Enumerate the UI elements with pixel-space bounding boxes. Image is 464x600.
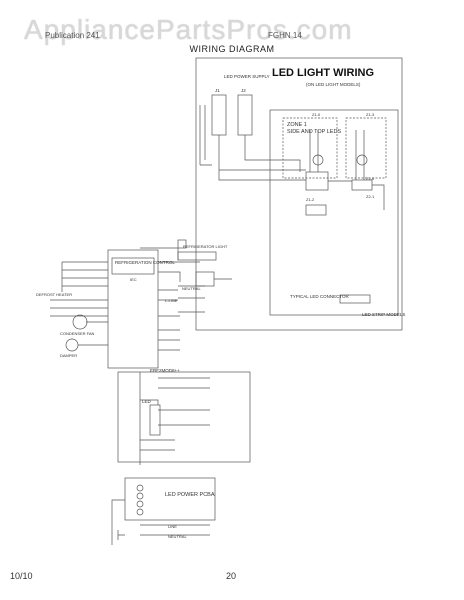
z2-connector-block	[351, 179, 373, 191]
led-power-pcba	[124, 477, 216, 521]
z1-3-label: Z1-3	[366, 112, 375, 117]
control-label-box	[111, 257, 155, 275]
module-led-label: LED	[142, 399, 152, 404]
j1-label: J1	[215, 88, 220, 93]
footer-page-number: 20	[226, 571, 237, 581]
light-connector	[177, 251, 217, 261]
condenser-fan-motor	[72, 314, 88, 330]
z1-connector-block	[305, 171, 329, 191]
j1-connector	[211, 94, 227, 136]
refrigeration-control-board	[107, 249, 159, 369]
zone-1-box	[282, 117, 338, 179]
zone-2-box	[345, 117, 387, 179]
z1-lower-block	[305, 204, 327, 216]
led-wiring-title: LED LIGHT WIRING	[272, 67, 374, 79]
j2-label: J2	[241, 88, 246, 93]
damper-label: DAMPER	[60, 353, 77, 358]
module-label: ERF2MOD8++	[150, 368, 180, 373]
typical-connector-label: TYPICAL LED CONNECTOR	[290, 294, 350, 299]
z2-0-label: Z2-0	[366, 176, 375, 181]
ground-terminal	[177, 239, 187, 249]
led-bulb-1	[312, 154, 324, 166]
erf2-module-frame	[117, 371, 251, 463]
j2-connector	[237, 94, 253, 136]
header-model: FGHN 14	[268, 31, 302, 40]
typical-led-connector	[339, 294, 371, 304]
refrigerator-light-socket	[195, 271, 215, 287]
led-bulb-2	[356, 154, 368, 166]
watermark: AppliancePartsPros.com	[24, 14, 353, 45]
led-driver-element	[149, 404, 161, 436]
damper-motor	[65, 338, 79, 352]
z2-1-label: Z2-1	[366, 194, 375, 199]
defrost-heater-label: DEFROST HEATER	[36, 292, 72, 297]
z1-2-label: Z1-2	[306, 197, 315, 202]
neutral-label: NEUTRAL	[182, 286, 201, 291]
z1-0-label: Z1-0	[312, 112, 321, 117]
iec-label: IEC	[130, 277, 137, 282]
zone-1-desc: SIDE AND TOP LEDS	[287, 129, 341, 135]
refrigeration-control-label: REFRIGERATION CONTROL	[115, 260, 175, 265]
led-wiring-frame	[195, 57, 403, 331]
condenser-fan-label: CONDENSER FAN	[60, 331, 95, 336]
led-power-pcba-label: LED POWER PCBA	[165, 492, 215, 498]
line-label: L-LINE	[165, 298, 178, 303]
diagram-title: WIRING DIAGRAM	[189, 44, 275, 54]
led-power-supply-label: LED POWER SUPPLY	[224, 74, 270, 79]
led-wiring-subtitle: (ON LED LIGHT MODELS)	[306, 82, 361, 87]
led-zone-box	[269, 109, 399, 316]
pcba-neutral-label: NEUTRAL	[168, 534, 187, 539]
led-strip-label: LED STRIP MODELS	[362, 312, 405, 317]
refrigerator-light-label: REFRIGERATOR LIGHT	[183, 244, 228, 249]
pcba-line-label: LINE	[168, 524, 177, 529]
header-publication: Publication 241	[45, 31, 100, 40]
footer-date: 10/10	[10, 571, 33, 581]
zone-1-label: ZONE 1	[287, 122, 307, 128]
